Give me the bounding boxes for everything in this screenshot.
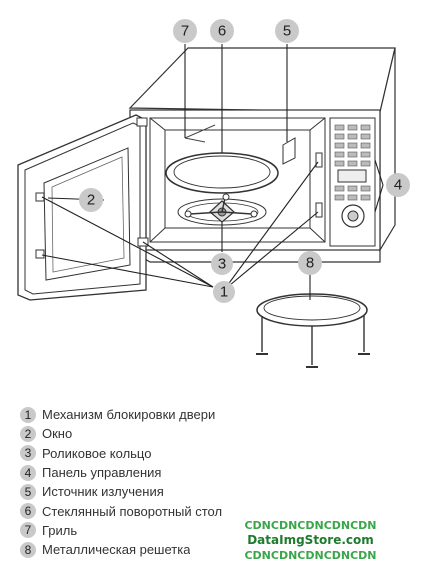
metal-rack bbox=[256, 293, 370, 368]
legend-number: 2 bbox=[20, 425, 36, 442]
legend-number: 8 bbox=[20, 541, 36, 558]
svg-text:7: 7 bbox=[181, 23, 189, 40]
legend-item: 7 Гриль bbox=[20, 521, 235, 540]
svg-text:6: 6 bbox=[218, 23, 226, 40]
svg-text:5: 5 bbox=[283, 23, 291, 40]
legend-number: 3 bbox=[20, 445, 36, 462]
watermark-line-2: DataImgStore.com bbox=[247, 533, 374, 547]
legend-item: 6 Стеклянный поворотный стол bbox=[20, 501, 235, 520]
legend-item: 8 Металлическая решетка bbox=[20, 540, 235, 559]
wave-source bbox=[282, 137, 296, 165]
oven-cavity bbox=[149, 117, 326, 243]
legend-label: Роликовое кольцо bbox=[42, 445, 152, 461]
parts-legend: 1 Механизм блокировки двери 2 Окно 3 Рол… bbox=[20, 405, 235, 559]
legend-number: 4 bbox=[20, 464, 36, 481]
callout-7: 7 bbox=[173, 19, 197, 43]
callout-5: 5 bbox=[275, 19, 299, 43]
legend-label: Механизм блокировки двери bbox=[42, 407, 216, 423]
watermark-line-3: CDNCDNCDNCDNCDN bbox=[244, 549, 377, 562]
legend-number: 7 bbox=[20, 522, 36, 539]
legend-item: 5 Источник излучения bbox=[20, 482, 235, 501]
legend-label: Источник излучения bbox=[42, 484, 164, 500]
legend-number: 1 bbox=[20, 406, 36, 423]
watermark-line-1: CDNCDNCDNCDNCDN bbox=[244, 519, 377, 532]
svg-text:3: 3 bbox=[218, 256, 226, 273]
control-panel bbox=[329, 117, 376, 247]
svg-text:4: 4 bbox=[394, 177, 402, 194]
grill-element bbox=[184, 124, 216, 143]
callout-3: 3 bbox=[211, 253, 233, 275]
svg-text:1: 1 bbox=[220, 284, 228, 301]
svg-text:8: 8 bbox=[306, 255, 314, 272]
legend-number: 5 bbox=[20, 483, 36, 500]
display-screen bbox=[337, 169, 367, 183]
legend-number: 6 bbox=[20, 503, 36, 520]
leader-lines bbox=[41, 44, 384, 300]
legend-label: Окно bbox=[42, 426, 73, 442]
legend-item: 1 Механизм блокировки двери bbox=[20, 405, 235, 424]
callout-4: 4 bbox=[386, 173, 410, 197]
watermark: CDNCDNCDNCDNCDN DataImgStore.com CDNCDNC… bbox=[238, 518, 383, 563]
function-buttons bbox=[334, 185, 371, 201]
door-latch-slots bbox=[315, 152, 323, 218]
control-buttons bbox=[334, 124, 371, 167]
legend-item: 4 Панель управления bbox=[20, 463, 235, 482]
callout-2: 2 bbox=[79, 188, 103, 212]
callout-1: 1 bbox=[213, 281, 235, 303]
callout-6: 6 bbox=[210, 19, 234, 43]
legend-item: 3 Роликовое кольцо bbox=[20, 444, 235, 463]
svg-text:2: 2 bbox=[87, 192, 95, 209]
legend-label: Стеклянный поворотный стол bbox=[42, 503, 223, 519]
legend-item: 2 Окно bbox=[20, 424, 235, 443]
callout-8: 8 bbox=[298, 251, 322, 275]
legend-label: Панель управления bbox=[42, 465, 162, 481]
legend-label: Металлическая решетка bbox=[42, 542, 191, 558]
legend-label: Гриль bbox=[42, 522, 78, 538]
